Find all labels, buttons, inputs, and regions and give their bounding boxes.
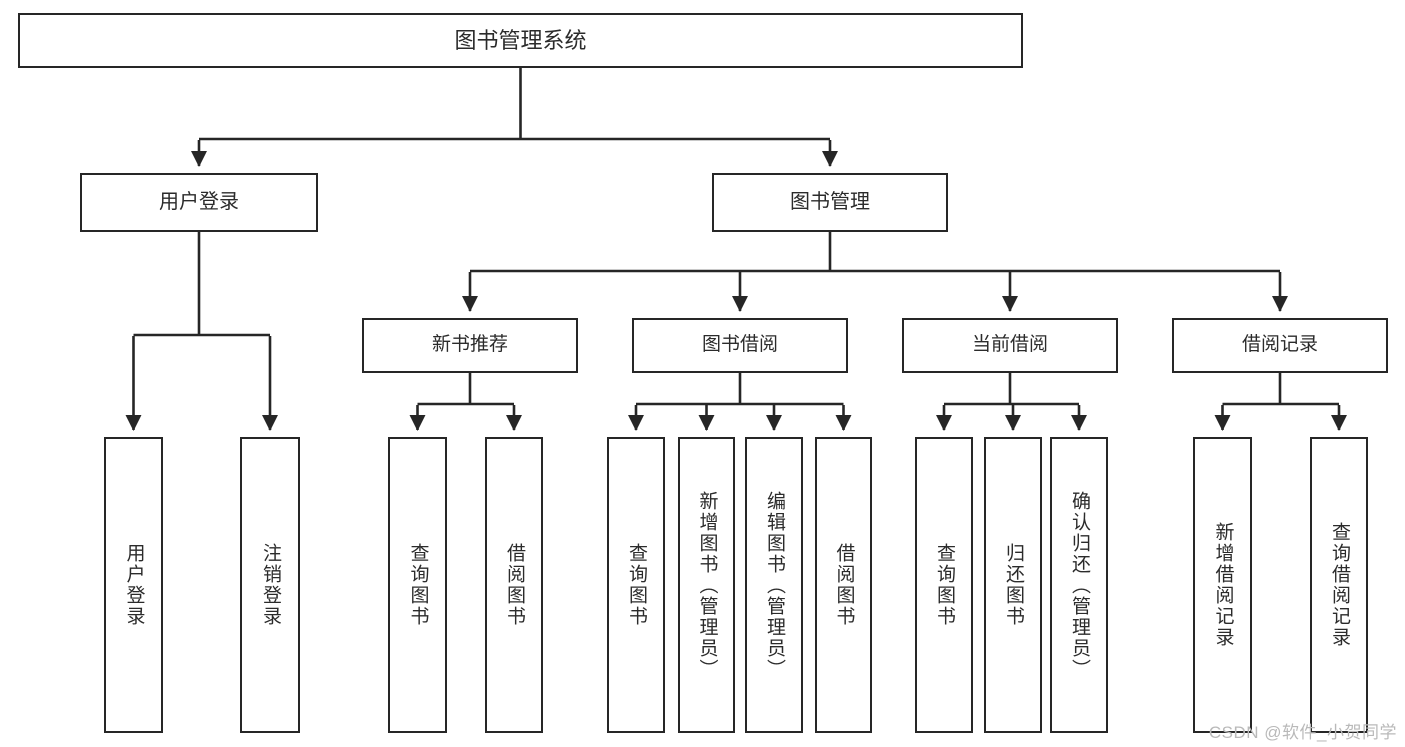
node-leaf-query-book-borrow[interactable]: 查询图书 bbox=[607, 437, 665, 733]
node-leaf-borrow-book-label: 借阅图书 bbox=[833, 543, 855, 627]
node-leaf-borrow-book-rec-label: 借阅图书 bbox=[504, 543, 526, 627]
node-root-label: 图书管理系统 bbox=[454, 27, 587, 53]
node-user-login[interactable]: 用户登录 bbox=[80, 173, 318, 232]
node-leaf-edit-book[interactable]: 编辑图书（管理员） bbox=[745, 437, 803, 733]
node-borrow-record-label: 借阅记录 bbox=[1241, 334, 1318, 356]
node-current-borrow-label: 当前借阅 bbox=[971, 334, 1048, 356]
node-leaf-query-record-label: 查询借阅记录 bbox=[1329, 522, 1351, 648]
node-leaf-edit-book-label: 编辑图书（管理员） bbox=[764, 490, 786, 680]
node-book-borrow[interactable]: 图书借阅 bbox=[632, 318, 848, 373]
node-leaf-confirm-return-label: 确认归还（管理员） bbox=[1069, 490, 1091, 680]
node-book-manage[interactable]: 图书管理 bbox=[712, 173, 948, 232]
node-leaf-query-book-cur-label: 查询图书 bbox=[934, 543, 956, 627]
node-leaf-return-book[interactable]: 归还图书 bbox=[984, 437, 1042, 733]
node-user-login-label: 用户登录 bbox=[159, 190, 239, 213]
node-leaf-user-logout-label: 注销登录 bbox=[260, 543, 282, 627]
node-leaf-user-logout[interactable]: 注销登录 bbox=[240, 437, 300, 733]
node-root[interactable]: 图书管理系统 bbox=[18, 13, 1023, 68]
node-new-book-recommend-label: 新书推荐 bbox=[431, 334, 508, 356]
node-leaf-user-login-label: 用户登录 bbox=[123, 543, 145, 627]
node-leaf-return-book-label: 归还图书 bbox=[1003, 543, 1025, 627]
node-leaf-query-book-rec[interactable]: 查询图书 bbox=[388, 437, 447, 733]
node-leaf-add-book-label: 新增图书（管理员） bbox=[696, 490, 718, 680]
node-leaf-add-record-label: 新增借阅记录 bbox=[1212, 522, 1234, 648]
node-leaf-query-book-cur[interactable]: 查询图书 bbox=[915, 437, 973, 733]
node-leaf-user-login[interactable]: 用户登录 bbox=[104, 437, 163, 733]
node-current-borrow[interactable]: 当前借阅 bbox=[902, 318, 1118, 373]
node-leaf-query-record[interactable]: 查询借阅记录 bbox=[1310, 437, 1368, 733]
watermark: CSDN @软件_小贺同学 bbox=[1208, 723, 1397, 742]
node-borrow-record[interactable]: 借阅记录 bbox=[1172, 318, 1388, 373]
node-leaf-add-record[interactable]: 新增借阅记录 bbox=[1193, 437, 1252, 733]
node-book-manage-label: 图书管理 bbox=[790, 190, 870, 213]
node-leaf-query-book-borrow-label: 查询图书 bbox=[626, 543, 648, 627]
node-leaf-query-book-rec-label: 查询图书 bbox=[407, 543, 429, 627]
node-book-borrow-label: 图书借阅 bbox=[701, 334, 778, 356]
node-leaf-borrow-book[interactable]: 借阅图书 bbox=[815, 437, 872, 733]
node-leaf-confirm-return[interactable]: 确认归还（管理员） bbox=[1050, 437, 1108, 733]
node-leaf-borrow-book-rec[interactable]: 借阅图书 bbox=[485, 437, 543, 733]
node-new-book-recommend[interactable]: 新书推荐 bbox=[362, 318, 578, 373]
node-leaf-add-book[interactable]: 新增图书（管理员） bbox=[678, 437, 735, 733]
